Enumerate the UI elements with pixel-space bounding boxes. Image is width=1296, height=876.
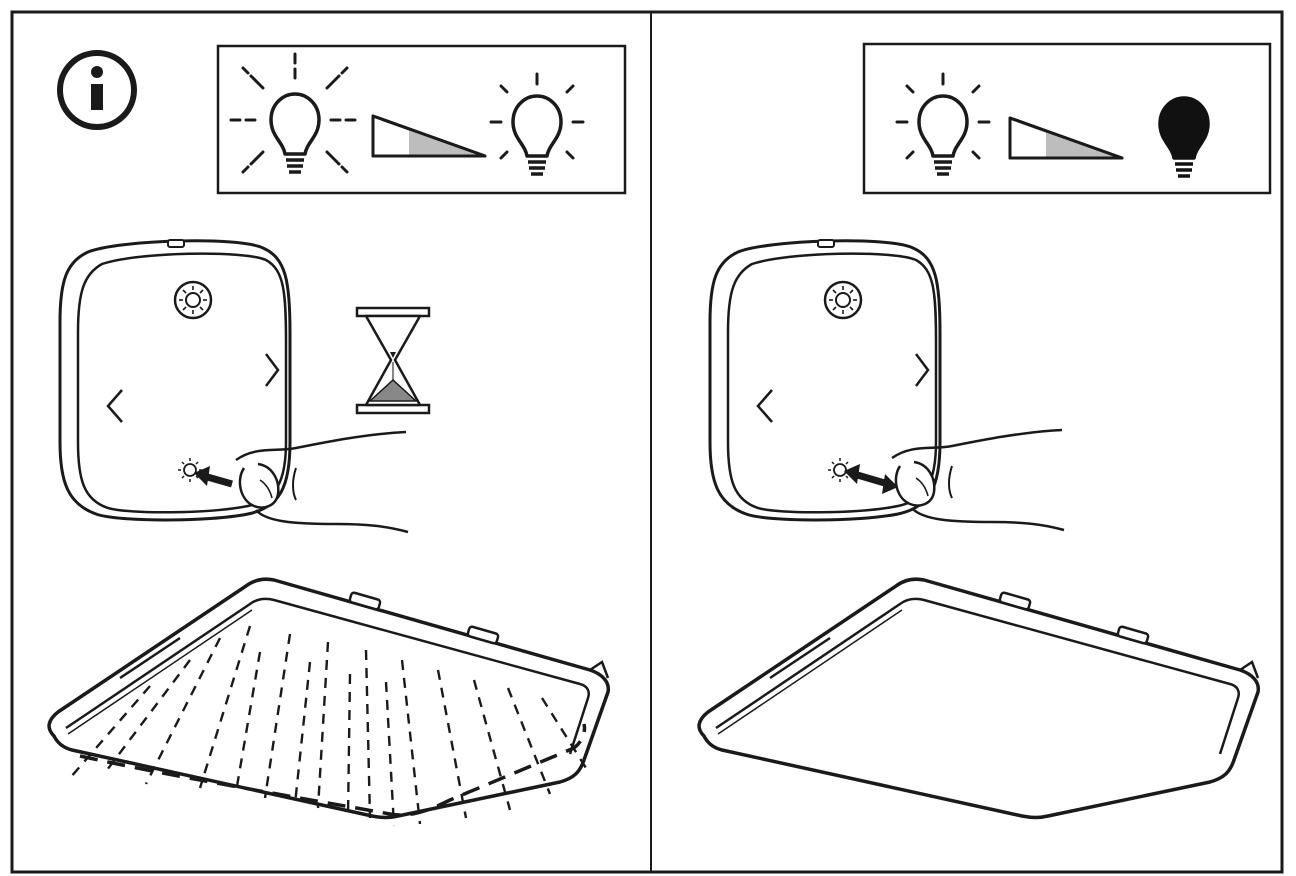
press-release-arrow-icon xyxy=(844,464,898,494)
info-circle-icon xyxy=(57,50,137,130)
legend-box-left xyxy=(216,44,627,195)
press-arrow-icon xyxy=(194,466,233,488)
right-panel xyxy=(697,42,1272,820)
finger-press xyxy=(194,430,410,534)
hourglass-icon xyxy=(355,306,431,415)
light-beams xyxy=(69,625,588,827)
ceiling-lamp-on xyxy=(47,577,611,827)
finger-press xyxy=(844,428,1066,532)
left-panel xyxy=(47,44,627,827)
